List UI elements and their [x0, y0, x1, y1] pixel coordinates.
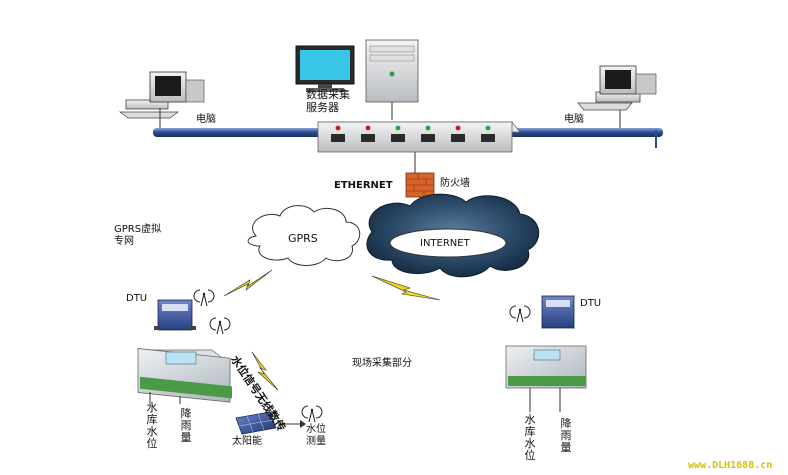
switch-port [361, 134, 375, 142]
solar-panel-icon [235, 411, 306, 435]
switch-port-led [395, 125, 401, 131]
pc-right-icon [577, 65, 657, 128]
antenna-icon [193, 289, 531, 423]
gprs-label: GPRS [288, 232, 318, 245]
rain-right-label: 降雨量 [560, 417, 572, 454]
waterlevel-label: 水位测量 [306, 424, 326, 447]
switch-port-led [485, 125, 491, 131]
rtu-right-device [505, 345, 587, 412]
pc-right-label: 电脑 [564, 114, 584, 125]
pc-left-label: 电脑 [196, 114, 216, 125]
dtu-right-label: DTU [580, 298, 602, 309]
gprs-vnet-label: GPRS虚拟专网 [114, 224, 162, 247]
field-label: 现场采集部分 [352, 358, 412, 369]
solar-label: 太阳能 [232, 436, 262, 447]
rain-left-label: 降雨量 [180, 407, 192, 444]
switch-port-led [425, 125, 431, 131]
dtu-left-device [154, 299, 196, 331]
gprs-cloud [247, 205, 361, 266]
watermark-text: www.DLH1688.cn [688, 460, 773, 471]
rtu-left-device [136, 348, 232, 404]
ethernet-label: ETHERNET [334, 180, 393, 191]
switch-port [451, 134, 465, 142]
switch-port [391, 134, 405, 142]
dtu-left-label: DTU [126, 293, 148, 304]
firewall-label: 防火墙 [440, 178, 470, 189]
switch-port-led [455, 125, 461, 131]
dtu-right-device [541, 295, 575, 329]
switch-port [331, 134, 345, 142]
monitor-icon [295, 45, 355, 92]
firewall-icon [405, 172, 435, 208]
switch-port [421, 134, 435, 142]
wireless-link-bolts [223, 269, 441, 391]
server-label: 数据采集服务器 [306, 88, 350, 114]
switch-port-led [335, 125, 341, 131]
switch-port-led [365, 125, 371, 131]
pc-left-icon [118, 71, 205, 128]
reservoir-right-label: 水库水位 [524, 413, 536, 462]
internet-label: INTERNET [420, 238, 470, 249]
reservoir-left-label: 水库水位 [146, 401, 158, 450]
switch-port [481, 134, 495, 142]
server-tower-icon [365, 39, 419, 120]
internet-cloud [366, 193, 540, 278]
network-switch-icon [317, 121, 521, 153]
